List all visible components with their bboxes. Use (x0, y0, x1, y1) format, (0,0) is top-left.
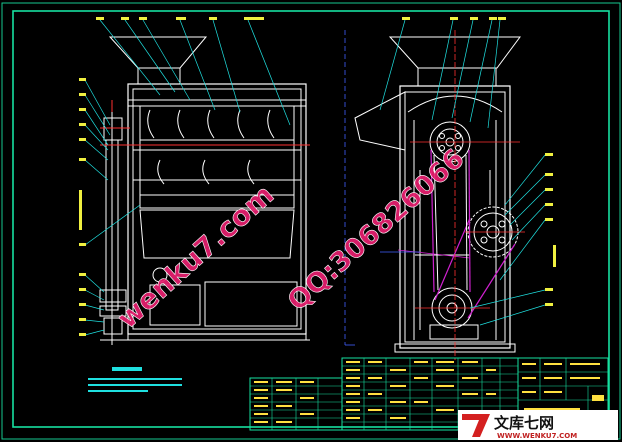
logo-7-mark (462, 414, 490, 437)
side-view-centerlines (344, 30, 525, 360)
belt-drive (397, 149, 516, 319)
side-view (354, 36, 521, 353)
front-view (99, 36, 310, 345)
logo-url-text: WWW.WENKU7.COM (497, 432, 577, 440)
side-hopper (388, 36, 521, 69)
side-housing (399, 85, 511, 349)
front-housing (127, 83, 307, 335)
site-logo: 文库七网 WWW.WENKU7.COM (458, 410, 618, 440)
logo-cn-text: 文库七网 (494, 414, 554, 432)
front-view-leaders (84, 19, 291, 336)
belt-drive-white (433, 154, 468, 291)
front-view-label-marks (79, 17, 264, 336)
title-block (249, 357, 609, 431)
side-view-label-marks (402, 17, 556, 306)
side-view-leaders (379, 19, 546, 326)
technical-notes (88, 367, 182, 392)
